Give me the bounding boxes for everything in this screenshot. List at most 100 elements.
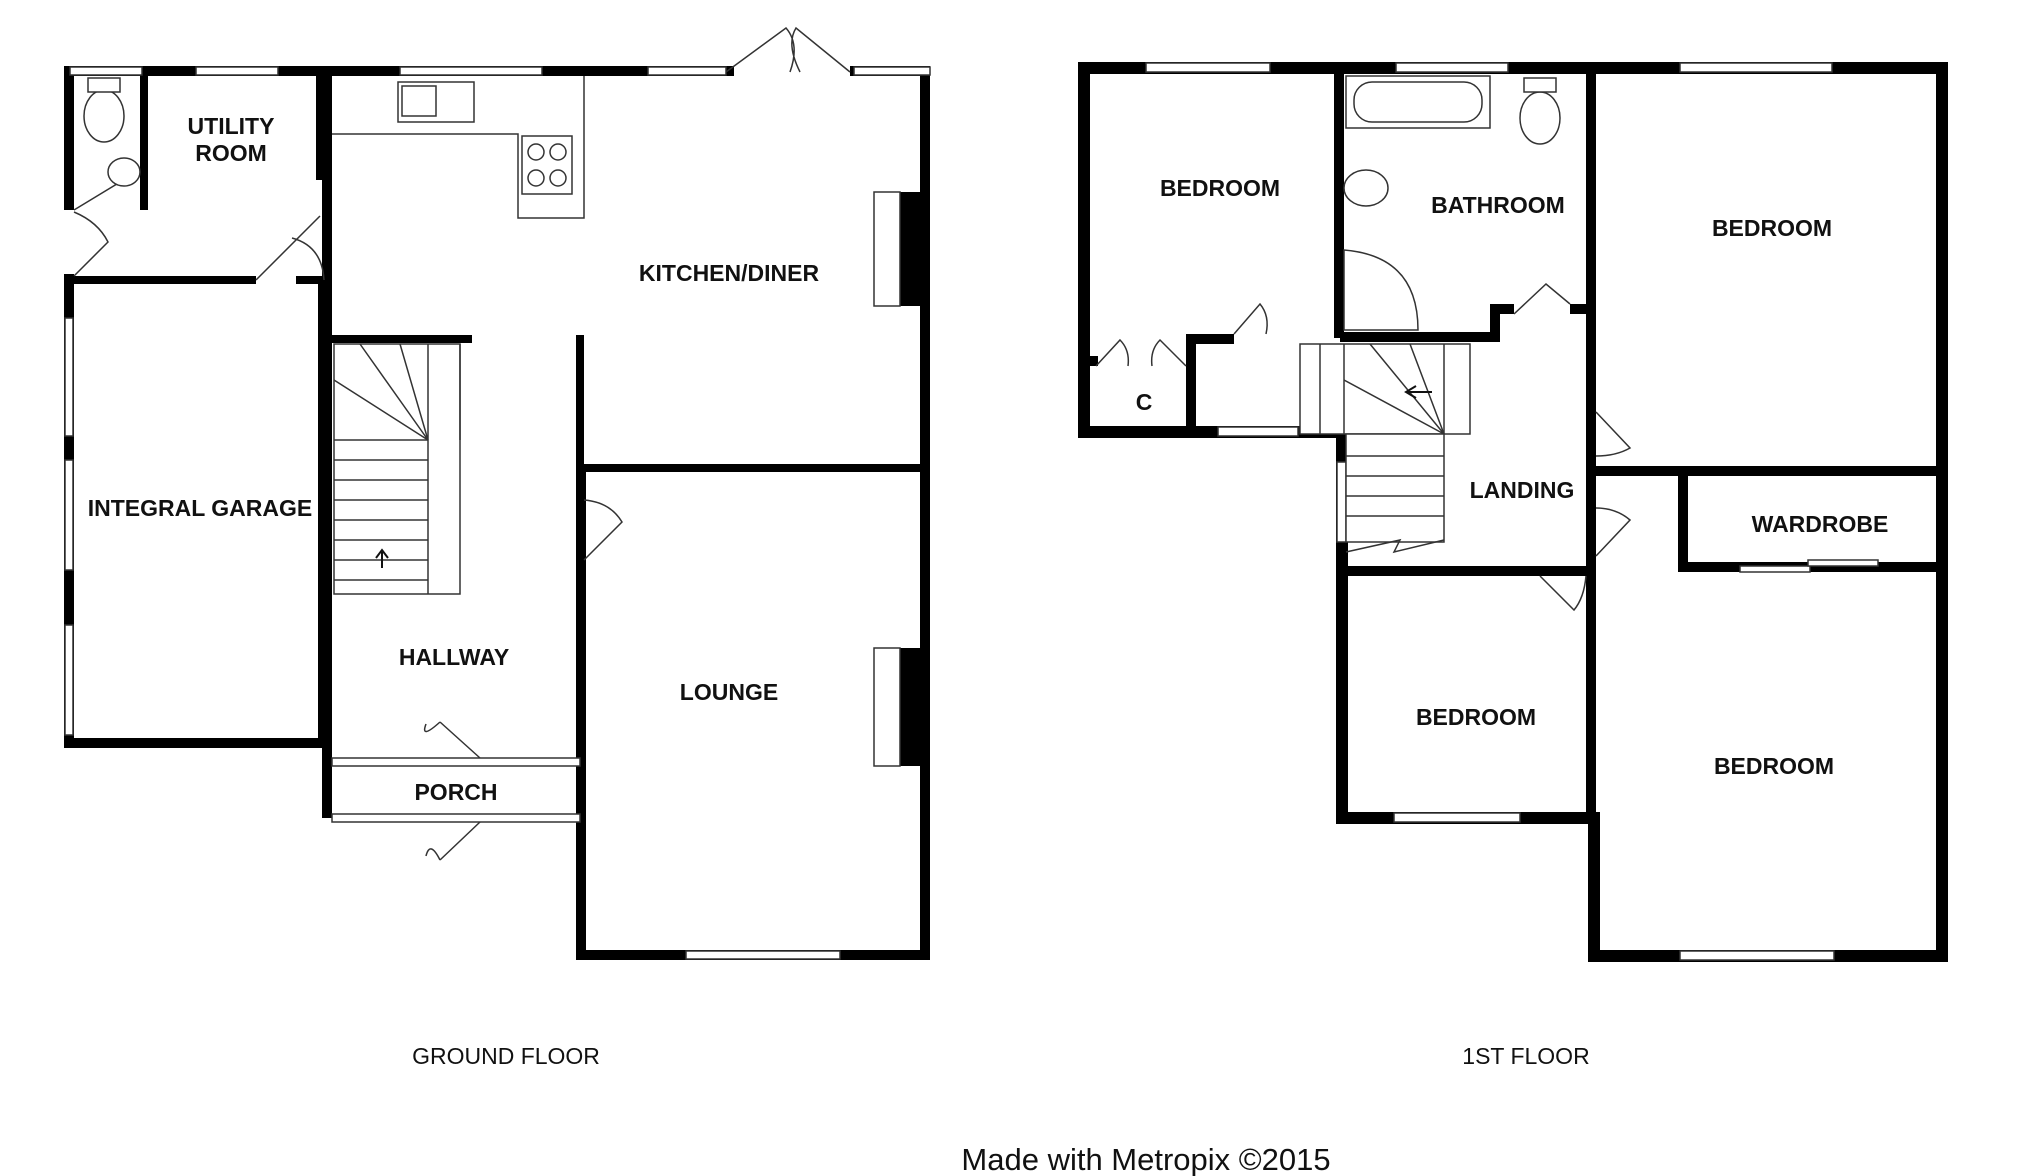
gf-wall-utility-right bbox=[316, 76, 324, 180]
gf-basin bbox=[107, 157, 141, 187]
cupboard-label: C bbox=[1136, 389, 1153, 415]
kitchen-french-doors bbox=[725, 26, 851, 73]
kitchen-hob bbox=[521, 135, 573, 195]
ff-wall-landing-right-b bbox=[1570, 304, 1596, 314]
ff-window-bedroom3 bbox=[1393, 812, 1521, 823]
ff-stairs-arrow-icon bbox=[1404, 385, 1432, 399]
ff-wall-landing-bottom bbox=[1342, 566, 1588, 576]
bathroom-label: BATHROOM bbox=[1431, 192, 1565, 218]
gf-stairs-arrow-icon bbox=[375, 548, 389, 568]
wardrobe-door-2 bbox=[1807, 559, 1879, 567]
gf-stairs bbox=[333, 343, 461, 595]
ff-basin bbox=[1343, 169, 1389, 207]
bedroom2-door bbox=[1595, 411, 1632, 457]
bedroom-bottom-left-label: BEDROOM bbox=[1416, 704, 1536, 730]
lounge-door bbox=[583, 499, 623, 561]
ff-wall-bath-bottom-c bbox=[1490, 304, 1514, 314]
ff-toilet-cistern bbox=[1523, 77, 1557, 93]
wardrobe-label: WARDROBE bbox=[1752, 511, 1889, 537]
first-floor-label: 1ST FLOOR bbox=[1462, 1043, 1589, 1069]
lounge-label: LOUNGE bbox=[680, 679, 778, 705]
gf-window-kitchen-1 bbox=[399, 66, 543, 76]
ff-wall-landing-right bbox=[1586, 304, 1596, 564]
gf-wall-top-left bbox=[64, 66, 734, 76]
bedroom1-door bbox=[1233, 302, 1268, 335]
gf-wall-wc-left bbox=[64, 70, 74, 210]
first-floor-plan: BEDROOM C BATHROOM BEDROOM LANDING WARDR… bbox=[1078, 62, 1948, 1069]
metropix-credit: Made with Metropix ©2015 bbox=[961, 1142, 1330, 1176]
ff-window-bedroom4 bbox=[1679, 950, 1835, 961]
gf-window-lounge bbox=[685, 950, 841, 960]
gf-window-garage-2 bbox=[64, 459, 74, 571]
ff-wall-wardrobe-left bbox=[1678, 472, 1688, 572]
gf-toilet-cistern bbox=[87, 77, 121, 93]
kitchen-fireplace bbox=[873, 191, 901, 307]
ff-window-bathroom bbox=[1395, 62, 1509, 73]
gf-wall-garage-bottom bbox=[64, 738, 328, 748]
ff-wall-bath-bottom bbox=[1340, 332, 1500, 342]
kitchen-sink-drainer bbox=[401, 85, 437, 117]
wc-door bbox=[73, 169, 141, 277]
gf-wall-chimney-kitchen bbox=[900, 192, 930, 306]
ff-window-bedroom1 bbox=[1145, 62, 1271, 73]
gf-wall-kitchen-hall bbox=[576, 335, 584, 465]
bedroom-bottom-right-label: BEDROOM bbox=[1714, 753, 1834, 779]
gf-wall-hall-left bbox=[322, 76, 332, 818]
ground-floor-plan: UTILITY ROOM KITCHEN/DINER INTEGRAL GARA… bbox=[64, 26, 931, 1069]
kitchen-diner-label: KITCHEN/DINER bbox=[639, 260, 820, 286]
gf-wall-chimney-lounge bbox=[900, 648, 930, 766]
utility-room-label-1: UTILITY bbox=[188, 113, 275, 139]
integral-garage-label: INTEGRAL GARAGE bbox=[88, 495, 312, 521]
gf-toilet bbox=[83, 89, 125, 143]
gf-window-wc bbox=[69, 66, 143, 76]
gf-window-kitchen-3 bbox=[853, 66, 931, 76]
kitchen-worktop bbox=[332, 76, 585, 219]
gf-window-porch-top bbox=[331, 757, 581, 767]
landing-label: LANDING bbox=[1470, 477, 1575, 503]
ff-wall-bedroom2-bottom bbox=[1590, 466, 1944, 476]
ff-wall-bedroom1-bottom bbox=[1194, 334, 1234, 344]
gf-window-porch-bottom bbox=[331, 813, 581, 823]
ff-stairs bbox=[1299, 343, 1471, 554]
bedroom3-door bbox=[1539, 575, 1587, 612]
gf-wall-stairs-top bbox=[332, 335, 472, 343]
gf-window-kitchen-2 bbox=[647, 66, 727, 76]
shower-tray bbox=[1343, 249, 1419, 331]
ff-wall-bottom-left-cupboard bbox=[1078, 426, 1338, 438]
porch-label: PORCH bbox=[414, 779, 497, 805]
gf-wall-kitchen-lounge bbox=[576, 464, 930, 472]
bathroom-door bbox=[1513, 282, 1571, 315]
gf-wall-wc-right bbox=[140, 76, 148, 210]
wardrobe-door-1 bbox=[1739, 565, 1811, 573]
hallway-label: HALLWAY bbox=[399, 644, 509, 670]
gf-window-garage-3 bbox=[64, 624, 74, 736]
ff-wall-cupboard-top bbox=[1084, 356, 1098, 366]
ff-wall-cupboard-right bbox=[1186, 334, 1196, 434]
ff-window-landing-side bbox=[1336, 461, 1347, 543]
cupboard-doors bbox=[1095, 338, 1187, 367]
gf-window-utility bbox=[195, 66, 279, 76]
ground-floor-label: GROUND FLOOR bbox=[412, 1043, 600, 1069]
bedroom-top-left-label: BEDROOM bbox=[1160, 175, 1280, 201]
utility-door bbox=[255, 215, 325, 281]
ff-wall-bath-bottom-b bbox=[1490, 304, 1500, 342]
gf-window-garage-1 bbox=[64, 317, 74, 437]
gf-wall-utility-bottom-b bbox=[296, 276, 326, 284]
ff-wall-bedroom3-right bbox=[1586, 556, 1596, 818]
ff-wall-right bbox=[1936, 62, 1948, 962]
bedroom4-door bbox=[1595, 507, 1632, 557]
ff-wall-left bbox=[1078, 62, 1090, 438]
porch-door bbox=[423, 721, 481, 861]
gf-wall-utility-bottom bbox=[64, 276, 256, 284]
ff-window-landing-small bbox=[1217, 426, 1299, 437]
ff-wall-bedroom-bath bbox=[1334, 70, 1344, 338]
ff-wall-bath-bedroom2 bbox=[1586, 70, 1596, 312]
gf-wall-right bbox=[920, 70, 930, 960]
lounge-fireplace bbox=[873, 647, 901, 767]
utility-room-label-2: ROOM bbox=[195, 140, 267, 166]
ff-toilet bbox=[1519, 91, 1561, 145]
ff-window-bedroom2 bbox=[1679, 62, 1833, 73]
ff-wall-right-bottom-room-left bbox=[1588, 812, 1600, 962]
bedroom-top-right-label: BEDROOM bbox=[1712, 215, 1832, 241]
